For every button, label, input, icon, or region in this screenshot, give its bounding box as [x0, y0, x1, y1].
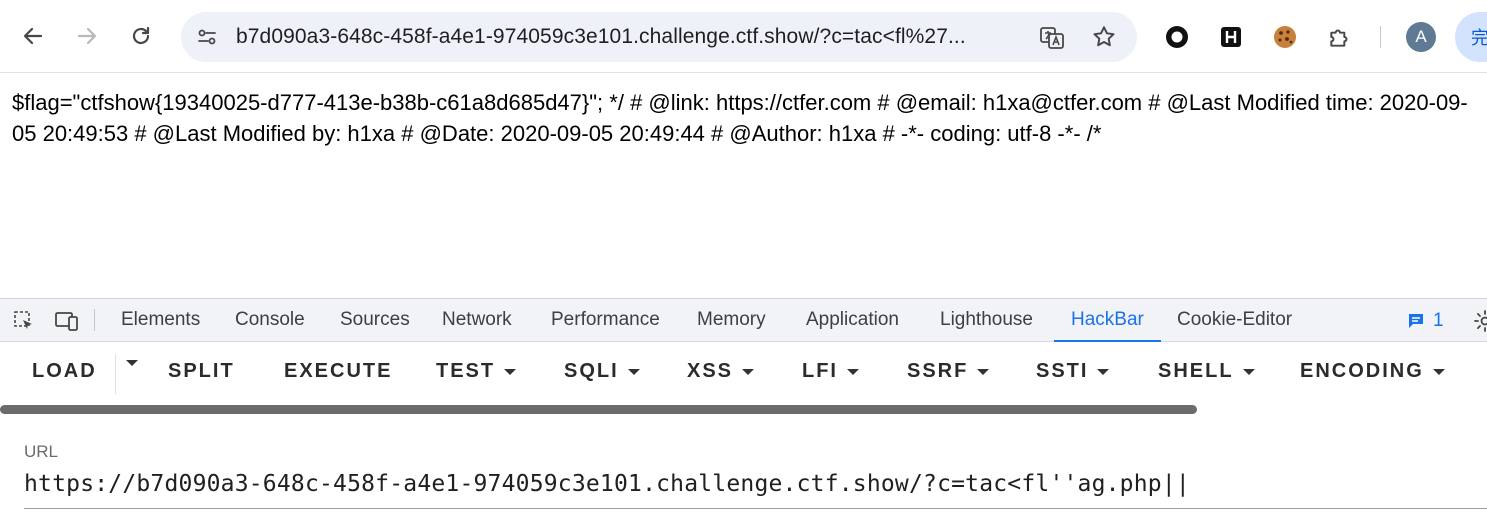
hackbar-extension-icon[interactable] — [1218, 24, 1244, 50]
chevron-down-icon — [977, 369, 989, 375]
profile-avatar[interactable]: A — [1406, 22, 1436, 52]
tab-cookie-editor[interactable]: Cookie-Editor — [1177, 299, 1292, 341]
address-text[interactable]: b7d090a3-648c-458f-a4e1-974059c3e101.cha… — [236, 25, 966, 49]
load-dropdown-button[interactable] — [117, 360, 138, 366]
device-toggle-icon[interactable] — [54, 309, 78, 333]
chevron-down-icon — [126, 360, 138, 366]
shell-menu-button[interactable]: SHELL — [1158, 360, 1255, 383]
sqli-label: SQLI — [564, 360, 619, 383]
page-content-text: $flag="ctfshow{19340025-d777-413e-b38b-c… — [12, 87, 1487, 149]
chevron-down-icon — [1097, 369, 1109, 375]
chevron-down-icon — [1433, 369, 1445, 375]
inspect-element-icon[interactable] — [12, 309, 36, 333]
ssti-label: SSTI — [1036, 360, 1088, 383]
url-input-underline — [24, 508, 1487, 509]
test-menu-button[interactable]: TEST — [436, 360, 516, 383]
puzzle-extension-icon[interactable] — [1327, 24, 1353, 50]
ssrf-label: SSRF — [907, 360, 968, 383]
load-button[interactable]: LOAD — [32, 360, 97, 383]
chevron-down-icon — [1243, 369, 1255, 375]
execute-label: EXECUTE — [284, 360, 392, 383]
split-label: SPLIT — [168, 360, 235, 383]
settings-gear-icon[interactable] — [1473, 309, 1487, 333]
devtools-tab-bar: Elements Console Sources Network Perform… — [0, 299, 1487, 342]
circle-extension-icon[interactable] — [1164, 24, 1190, 50]
test-label: TEST — [436, 360, 495, 383]
tab-hackbar[interactable]: HackBar — [1071, 299, 1144, 341]
cookie-extension-icon[interactable] — [1272, 24, 1298, 50]
url-field-label: URL — [24, 442, 58, 462]
issues-counter[interactable]: 1 — [1407, 310, 1444, 332]
tab-elements[interactable]: Elements — [121, 299, 200, 341]
execute-button[interactable]: EXECUTE — [284, 360, 392, 383]
toolbar-divider — [1380, 26, 1381, 48]
shell-label: SHELL — [1158, 360, 1234, 383]
lfi-menu-button[interactable]: LFI — [802, 360, 859, 383]
issues-count: 1 — [1433, 310, 1444, 332]
xss-label: XSS — [687, 360, 733, 383]
chevron-down-icon — [847, 369, 859, 375]
hackbar-toolbar: LOAD SPLIT EXECUTE TEST SQLI XSS LFI SSR… — [0, 342, 1487, 406]
devtools-divider — [94, 309, 95, 331]
forward-icon[interactable] — [73, 22, 101, 50]
tab-sources[interactable]: Sources — [340, 299, 410, 341]
reload-icon[interactable] — [127, 22, 155, 50]
encoding-menu-button[interactable]: ENCODING — [1300, 360, 1445, 383]
tab-console[interactable]: Console — [235, 299, 305, 341]
tab-performance[interactable]: Performance — [551, 299, 660, 341]
chevron-down-icon — [742, 369, 754, 375]
site-info-icon[interactable] — [195, 25, 219, 49]
tab-lighthouse[interactable]: Lighthouse — [940, 299, 1033, 341]
complete-button[interactable]: 完 — [1455, 12, 1487, 62]
encoding-label: ENCODING — [1300, 360, 1424, 383]
browser-toolbar: b7d090a3-648c-458f-a4e1-974059c3e101.cha… — [0, 0, 1487, 73]
tab-network[interactable]: Network — [442, 299, 512, 341]
tab-application[interactable]: Application — [806, 299, 899, 341]
back-icon[interactable] — [19, 22, 47, 50]
split-button[interactable]: SPLIT — [168, 360, 235, 383]
chevron-down-icon — [504, 369, 516, 375]
xss-menu-button[interactable]: XSS — [687, 360, 754, 383]
lfi-label: LFI — [802, 360, 838, 383]
bookmark-star-icon[interactable] — [1091, 24, 1117, 50]
ssti-menu-button[interactable]: SSTI — [1036, 360, 1109, 383]
devtools-panel: Elements Console Sources Network Perform… — [0, 298, 1487, 520]
url-input[interactable]: https://b7d090a3-648c-458f-a4e1-974059c3… — [24, 471, 1487, 497]
message-icon — [1407, 312, 1425, 330]
translate-icon[interactable] — [1039, 25, 1065, 51]
load-divider — [115, 354, 116, 394]
sqli-menu-button[interactable]: SQLI — [564, 360, 640, 383]
horizontal-scrollbar[interactable] — [0, 405, 1197, 414]
load-label: LOAD — [32, 360, 97, 383]
address-bar[interactable]: b7d090a3-648c-458f-a4e1-974059c3e101.cha… — [181, 12, 1137, 62]
tab-memory[interactable]: Memory — [697, 299, 766, 341]
chevron-down-icon — [628, 369, 640, 375]
ssrf-menu-button[interactable]: SSRF — [907, 360, 989, 383]
